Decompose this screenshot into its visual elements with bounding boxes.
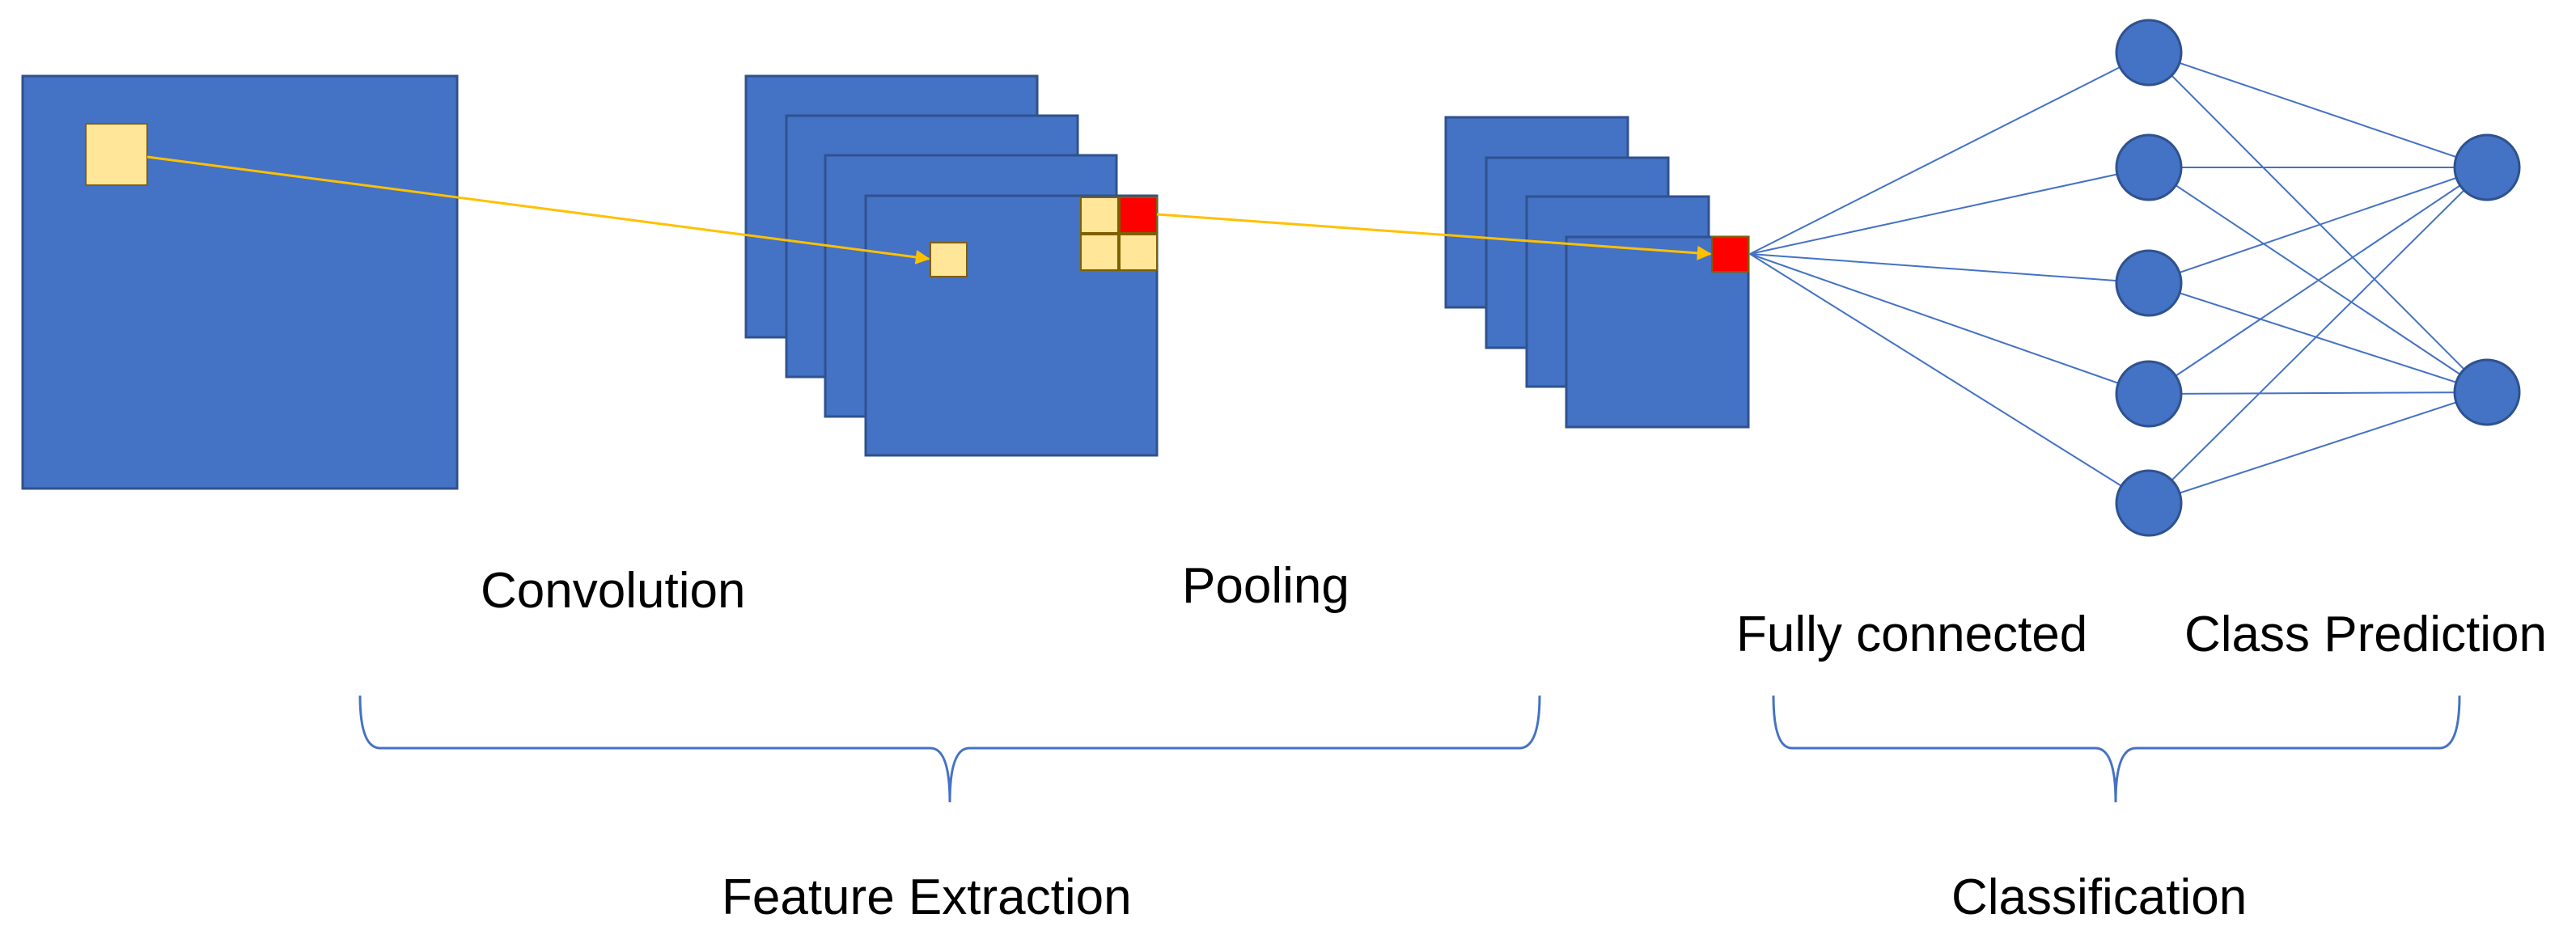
input-to-hidden-connection-1: [1749, 52, 2150, 255]
pool-window-cell-1: [1080, 197, 1119, 234]
conv-output-cell: [930, 242, 968, 277]
pooling-label: Pooling: [1182, 558, 1349, 614]
hidden-3-to-output-2-connection: [2148, 282, 2488, 393]
pooled-feature-maps: [1444, 116, 1750, 429]
input-to-hidden-connection-2: [1749, 167, 2150, 255]
hidden-5-to-output-1-connection: [2148, 167, 2488, 504]
hidden-4-to-output-1-connection: [2148, 167, 2488, 395]
input-kernel-patch: [85, 123, 148, 186]
hidden-4-to-output-2-connection: [2148, 391, 2488, 395]
hidden-node-4: [2115, 360, 2183, 428]
hidden-3-to-output-1-connection: [2148, 167, 2488, 284]
pooling-arrow: [1156, 213, 1712, 260]
pool-window-cell-4: [1119, 234, 1158, 271]
fully-connected-label: Fully connected: [1736, 607, 2087, 662]
hidden-node-5: [2115, 469, 2183, 537]
input-to-hidden-connection-3: [1749, 253, 2150, 284]
convolution-label: Convolution: [481, 563, 745, 619]
hidden-1-to-output-2-connection: [2148, 52, 2488, 393]
input-to-hidden-connection-5: [1749, 253, 2150, 504]
hidden-node-2: [2115, 133, 2183, 201]
hidden-5-to-output-2-connection: [2148, 391, 2488, 504]
class-prediction-label: Class Prediction: [2184, 607, 2547, 662]
classification-brace: [1772, 695, 2461, 803]
feature-extraction-brace: [358, 695, 1541, 803]
hidden-node-3: [2115, 249, 2183, 317]
input-to-hidden-connection-4: [1749, 253, 2150, 395]
classification-label: Classification: [1951, 869, 2247, 925]
feature-extraction-label: Feature Extraction: [722, 869, 1132, 925]
pool-window-max-cell: [1119, 197, 1158, 234]
pool-window-cell-3: [1080, 234, 1119, 271]
output-node-1: [2453, 133, 2521, 201]
network-nodes: [2115, 19, 2521, 537]
hidden-1-to-output-1-connection: [2148, 52, 2488, 168]
pooled-output-cell: [1711, 236, 1749, 273]
hidden-node-1: [2115, 19, 2183, 87]
convolution-arrow: [146, 155, 930, 264]
output-node-2: [2453, 358, 2521, 426]
network-connections: [1749, 52, 2488, 504]
convolution-feature-maps: [744, 74, 1159, 457]
